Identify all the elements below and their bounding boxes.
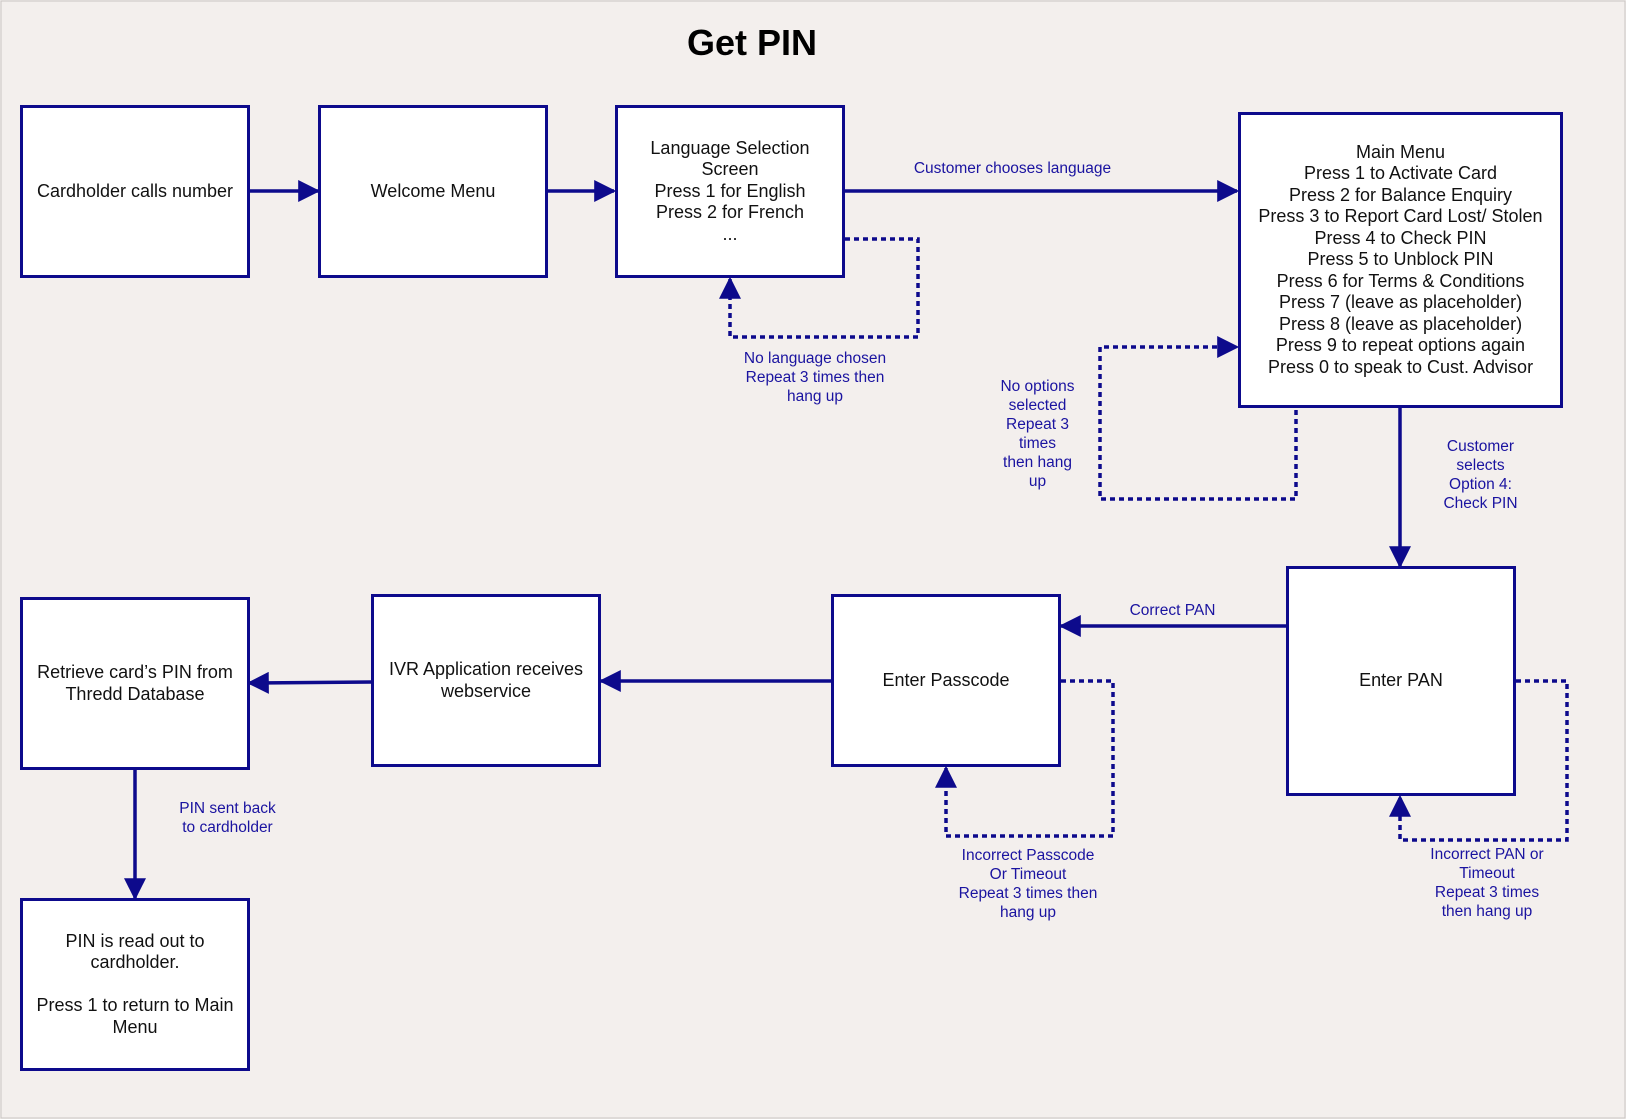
label-no-language-chosen: No language chosen Repeat 3 times then h… [743, 350, 887, 405]
node-enter-passcode: Enter Passcode [831, 594, 1061, 767]
node-ivr-application-text: IVR Application receives webservice [388, 659, 584, 701]
node-cardholder-calls: Cardholder calls number [20, 105, 250, 278]
node-enter-passcode-text: Enter Passcode [882, 669, 1010, 690]
node-main-menu-text: Main Menu Press 1 to Activate Card Press… [1258, 141, 1543, 377]
node-ivr-application: IVR Application receives webservice [371, 594, 601, 767]
node-retrieve-pin: Retrieve card’s PIN from Thredd Database [20, 597, 250, 770]
node-cardholder-calls-text: Cardholder calls number [36, 180, 234, 201]
label-incorrect-passcode: Incorrect Passcode Or Timeout Repeat 3 t… [958, 847, 1098, 921]
label-pin-sent-back: PIN sent back to cardholder [179, 800, 276, 836]
diagram-title: Get PIN [686, 22, 818, 63]
node-enter-pan-text: Enter PAN [1359, 670, 1443, 691]
loop-no-language [719, 237, 920, 339]
node-enter-pan: Enter PAN [1286, 566, 1516, 796]
node-welcome-menu: Welcome Menu [318, 105, 548, 278]
label-no-options-selected: No options selected Repeat 3 times then … [1000, 378, 1075, 490]
node-retrieve-pin-text: Retrieve card’s PIN from Thredd Database [37, 662, 233, 704]
node-main-menu: Main Menu Press 1 to Activate Card Press… [1238, 112, 1563, 408]
label-incorrect-pan: Incorrect PAN or Timeout Repeat 3 times … [1430, 846, 1544, 920]
label-customer-selects-option4: Customer selects Option 4: Check PIN [1443, 438, 1518, 512]
arrow-ivr-to-retrieve [246, 671, 373, 694]
node-language-selection-text: Language Selection Screen Press 1 for En… [650, 137, 810, 244]
loop-incorrect-pan [1389, 679, 1569, 842]
node-pin-read-out: PIN is read out to cardholder. Press 1 t… [20, 898, 250, 1071]
label-customer-chooses-language: Customer chooses language [913, 160, 1112, 177]
node-language-selection: Language Selection Screen Press 1 for En… [615, 105, 845, 278]
node-welcome-menu-text: Welcome Menu [370, 180, 496, 201]
node-pin-read-out-text: PIN is read out to cardholder. Press 1 t… [36, 930, 234, 1037]
label-correct-pan: Correct PAN [1129, 602, 1216, 619]
loop-incorrect-passcode [935, 679, 1115, 838]
